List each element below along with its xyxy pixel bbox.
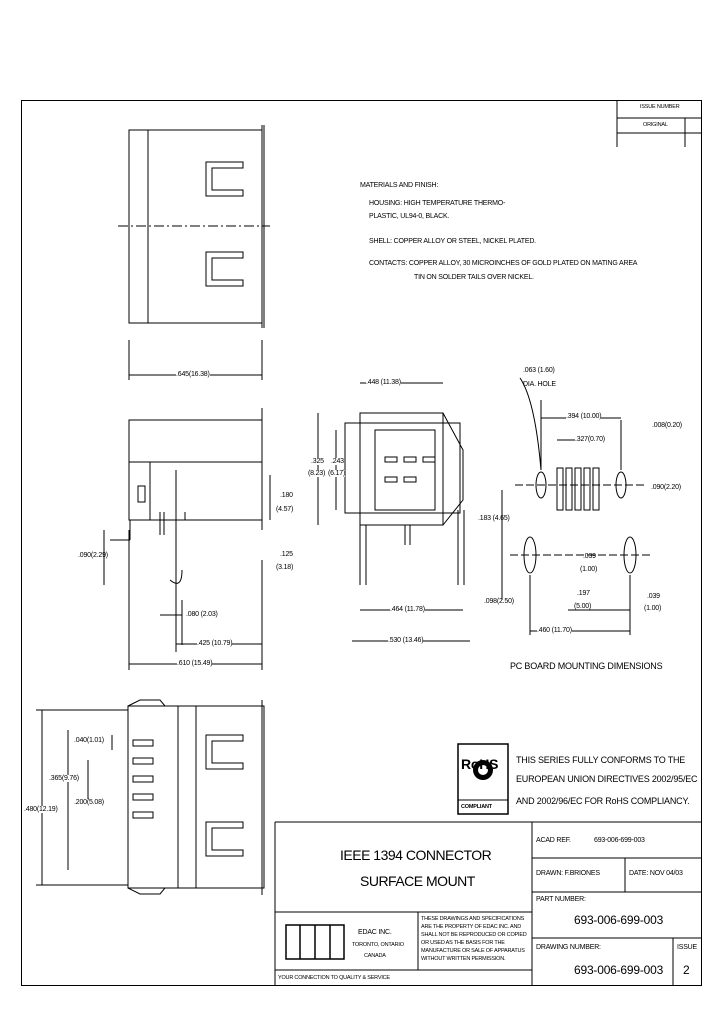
- dim-side-125-mm: (3.18): [276, 564, 294, 571]
- dim-hole-dia: .063 (1.60): [523, 367, 555, 374]
- dim-side-080: .080 (2.03): [186, 611, 218, 618]
- drawn-label: DRAWN: F.BRIONES: [536, 870, 600, 877]
- rohs-line-1: THIS SERIES FULLY CONFORMS TO THE: [516, 755, 686, 765]
- side-view: [103, 408, 271, 670]
- proprietary-line-1: THESE DRAWINGS AND SPECIFICATIONS: [421, 916, 525, 922]
- dim-pcb-460: .460 (11.70): [537, 627, 572, 634]
- dim-pcb-197: .197: [577, 590, 590, 597]
- company-slogan: YOUR CONNECTION TO QUALITY & SERVICE: [278, 975, 390, 981]
- edac-logo: [285, 924, 345, 960]
- drawing-number-label: DRAWING NUMBER:: [536, 944, 601, 951]
- drawing-title-1: IEEE 1394 CONNECTOR: [340, 847, 492, 863]
- rohs-line-3: AND 2002/96/EC FOR RoHS COMPLIANCY.: [516, 796, 690, 806]
- dim-side-090: .090(2.29): [78, 552, 108, 559]
- date-label: DATE: NOV 04/03: [629, 870, 683, 877]
- materials-heading: MATERIALS AND FINISH:: [360, 182, 439, 189]
- dim-side-125: .125: [280, 551, 293, 558]
- proprietary-line-2: ARE THE PROPERTY OF EDAC INC. AND: [421, 924, 522, 930]
- dim-pcb-039a: .039: [583, 553, 596, 560]
- original-label: ORIGINAL: [643, 122, 668, 128]
- dim-side-425: .425 (10.79): [197, 640, 233, 647]
- rohs-emblem: [473, 760, 493, 780]
- dim-front-h2: .243: [331, 458, 344, 465]
- proprietary-line-5: MANUFACTURE OR SALE OF APPARATUS: [421, 948, 525, 954]
- dim-side-610: .610 (15.49): [177, 660, 213, 667]
- rohs-logo-sub: COMPLIANT: [461, 804, 492, 810]
- pcb-mounting-title: PC BOARD MOUNTING DIMENSIONS: [510, 661, 663, 671]
- dim-pcb-197-mm: (5.00): [574, 603, 592, 610]
- proprietary-line-6: WITHOUT WRITTEN PERMISSION.: [421, 956, 506, 962]
- dim-pcb-090: .090(2.20): [651, 484, 681, 491]
- dim-front-h1-mm: (8.23): [308, 470, 326, 477]
- acad-label: ACAD REF.: [536, 837, 571, 844]
- dim-bot-480: .480(12.19): [24, 806, 58, 813]
- dim-side-180-mm: (4.57): [276, 506, 294, 513]
- bottom-view: [36, 699, 265, 895]
- revision-block: [616, 100, 702, 147]
- dim-pcb-039a-mm: (1.00): [580, 566, 598, 573]
- materials-housing-2: PLASTIC, UL94-0, BLACK.: [369, 213, 450, 220]
- dim-pcb-098: .098(2.50): [484, 598, 514, 605]
- acad-value: 693-006-699-003: [594, 837, 645, 844]
- dim-front-h1: .325: [311, 458, 324, 465]
- dim-bot-040: .040(1.01): [74, 737, 104, 744]
- issue-number-label: ISSUE NUMBER: [640, 104, 680, 110]
- dim-front-h2-mm: (6.17): [328, 470, 346, 477]
- company-city: TORONTO, ONTARIO: [352, 942, 404, 948]
- dim-front-530: .530 (13.46): [388, 637, 424, 644]
- top-view: [118, 125, 270, 380]
- dim-pcb-183: .183 (4.65): [478, 515, 510, 522]
- materials-contacts-2: TIN ON SOLDER TAILS OVER NICKEL.: [414, 274, 534, 281]
- dim-bot-365: .365(9.76): [49, 775, 79, 782]
- drawing-sheet: [21, 100, 702, 986]
- company-name: EDAC INC.: [358, 929, 392, 936]
- dim-pcb-008: .008(0.20): [652, 422, 682, 429]
- dim-hole-label: DIA. HOLE: [523, 381, 556, 388]
- materials-shell: SHELL: COPPER ALLOY OR STEEL, NICKEL PLA…: [369, 238, 536, 245]
- materials-housing-1: HOUSING: HIGH TEMPERATURE THERMO-: [369, 200, 506, 207]
- drawing-title-2: SURFACE MOUNT: [360, 873, 475, 889]
- part-number-label: PART NUMBER:: [536, 896, 586, 903]
- rohs-line-2: EUROPEAN UNION DIRECTIVES 2002/95/EC: [516, 774, 698, 784]
- rohs-logo-frame: [457, 743, 509, 815]
- issue-label: ISSUE: [677, 944, 698, 951]
- dim-pcb-327: .327(0.70): [575, 436, 605, 443]
- issue-value: 2: [683, 963, 690, 977]
- company-country: CANADA: [364, 953, 386, 959]
- dim-pcb-394: .394 (10.00): [566, 413, 602, 420]
- rohs-logo-text: RoHS: [461, 756, 499, 772]
- dim-front-464: .464 (11.78): [390, 606, 425, 613]
- dim-side-180: .180: [280, 492, 293, 499]
- materials-contacts-1: CONTACTS: COPPER ALLOY, 30 MICROINCHES O…: [369, 260, 638, 267]
- proprietary-line-3: SHALL NOT BE REPRODUCED OR COPIED: [421, 932, 527, 938]
- dim-top-width: .645(16.38): [176, 371, 210, 378]
- dim-front-width: .448 (11.38): [366, 379, 401, 386]
- part-number-value: 693-006-699-003: [574, 913, 664, 927]
- dim-pcb-039b-mm: (1.00): [644, 605, 662, 612]
- proprietary-line-4: OR USED AS THE BASIS FOR THE: [421, 940, 505, 946]
- front-view: [317, 382, 470, 642]
- dim-bot-200: .200(5.08): [74, 799, 104, 806]
- dim-pcb-039b: .039: [647, 593, 660, 600]
- title-block-frame: [274, 821, 702, 986]
- drawing-number-value: 693-006-699-003: [574, 963, 664, 977]
